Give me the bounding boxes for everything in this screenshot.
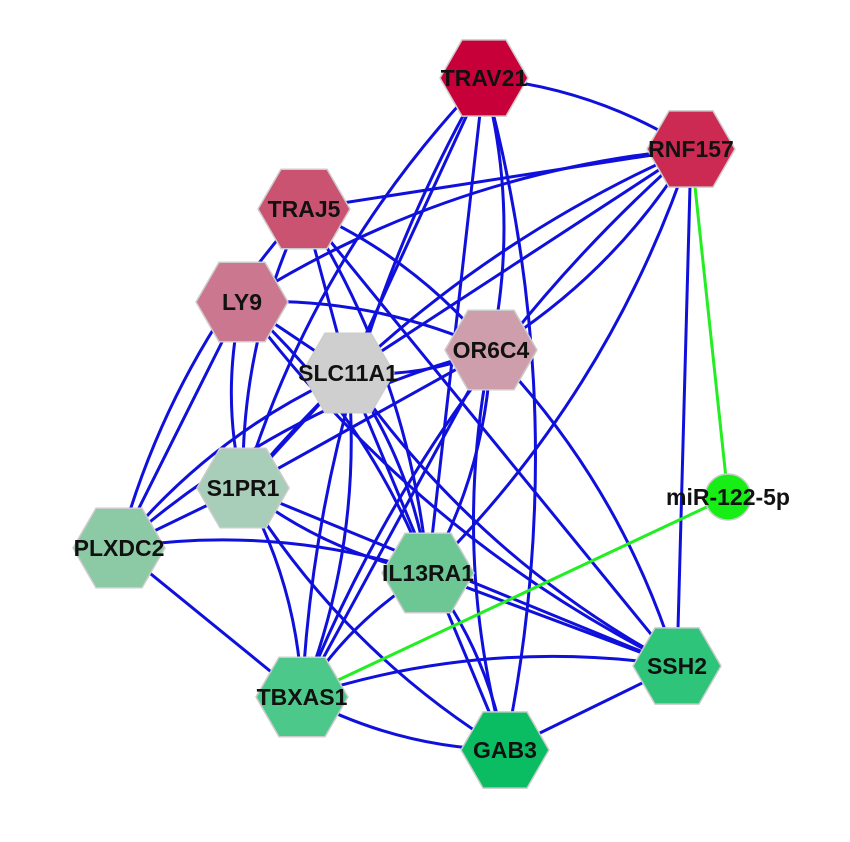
node-s1pr1[interactable]: S1PR1 bbox=[196, 447, 290, 529]
edge-traj5-ssh2 bbox=[302, 208, 679, 667]
node-ly9-label: LY9 bbox=[222, 289, 262, 315]
edge-slc11a1-tbxas1 bbox=[300, 372, 353, 698]
node-ssh2[interactable]: SSH2 bbox=[632, 627, 722, 705]
node-or6c4-shape bbox=[444, 309, 538, 391]
node-trav21-shape bbox=[439, 39, 529, 117]
edge-tbxas1-mir-122-5p bbox=[301, 495, 729, 699]
node-or6c4[interactable]: OR6C4 bbox=[444, 309, 538, 391]
node-gab3-shape bbox=[460, 711, 550, 789]
node-traj5-label: TRAJ5 bbox=[268, 196, 341, 222]
node-ssh2-label: SSH2 bbox=[647, 653, 707, 679]
edge-ly9-ssh2 bbox=[240, 301, 678, 668]
node-plxdc2[interactable]: PLXDC2 bbox=[72, 507, 166, 589]
node-tbxas1-shape bbox=[255, 656, 349, 738]
node-rnf157-label: RNF157 bbox=[648, 136, 734, 162]
edge-tbxas1-ssh2 bbox=[301, 654, 678, 699]
node-rnf157-shape bbox=[646, 110, 736, 188]
edge-rnf157-traj5 bbox=[303, 147, 692, 211]
node-rnf157[interactable]: RNF157 bbox=[646, 110, 736, 188]
node-traj5-shape bbox=[257, 168, 351, 250]
node-gab3-label: GAB3 bbox=[473, 737, 537, 763]
edge-slc11a1-ssh2 bbox=[346, 372, 678, 668]
edge-trav21-il13ra1 bbox=[426, 77, 486, 574]
node-or6c4-label: OR6C4 bbox=[453, 337, 530, 363]
node-mir-122-5p-label: miR-122-5p bbox=[666, 484, 790, 510]
nodes-layer: TRAV21RNF157TRAJ5LY9OR6C4SLC11A1S1PR1PLX… bbox=[72, 39, 790, 789]
node-s1pr1-shape bbox=[196, 447, 290, 529]
edge-or6c4-tbxas1 bbox=[300, 349, 493, 698]
node-il13ra1-shape bbox=[381, 532, 475, 614]
edge-s1pr1-gab3 bbox=[241, 487, 506, 752]
node-ly9-shape bbox=[195, 261, 289, 343]
edge-traj5-plxdc2 bbox=[117, 207, 306, 549]
node-ly9[interactable]: LY9 bbox=[195, 261, 289, 343]
edge-trav21-gab3 bbox=[482, 77, 537, 751]
node-il13ra1-label: IL13RA1 bbox=[382, 560, 474, 586]
edge-traj5-s1pr1 bbox=[241, 208, 306, 489]
edge-rnf157-ly9 bbox=[241, 147, 692, 304]
edge-or6c4-plxdc2 bbox=[118, 348, 492, 550]
node-slc11a1[interactable]: SLC11A1 bbox=[298, 332, 398, 414]
edge-or6c4-ssh2 bbox=[489, 348, 679, 667]
node-gab3[interactable]: GAB3 bbox=[460, 711, 550, 789]
node-traj5[interactable]: TRAJ5 bbox=[257, 168, 351, 250]
node-mir-122-5p[interactable]: miR-122-5p bbox=[666, 473, 790, 521]
node-il13ra1[interactable]: IL13RA1 bbox=[381, 532, 475, 614]
node-tbxas1-label: TBXAS1 bbox=[257, 684, 348, 710]
node-tbxas1[interactable]: TBXAS1 bbox=[255, 656, 349, 738]
node-slc11a1-label: SLC11A1 bbox=[298, 360, 398, 386]
node-ssh2-shape bbox=[632, 627, 722, 705]
node-plxdc2-shape bbox=[72, 507, 166, 589]
edge-rnf157-slc11a1 bbox=[347, 147, 692, 375]
node-s1pr1-label: S1PR1 bbox=[207, 475, 280, 501]
edges-layer bbox=[117, 76, 730, 752]
node-trav21[interactable]: TRAV21 bbox=[439, 39, 529, 117]
edge-rnf157-s1pr1 bbox=[241, 147, 692, 489]
node-mir-122-5p-shape bbox=[704, 473, 752, 521]
node-trav21-label: TRAV21 bbox=[441, 65, 528, 91]
edge-rnf157-ssh2 bbox=[675, 148, 693, 667]
node-plxdc2-label: PLXDC2 bbox=[74, 535, 165, 561]
edge-rnf157-mir-122-5p bbox=[689, 148, 730, 498]
node-slc11a1-shape bbox=[301, 332, 395, 414]
